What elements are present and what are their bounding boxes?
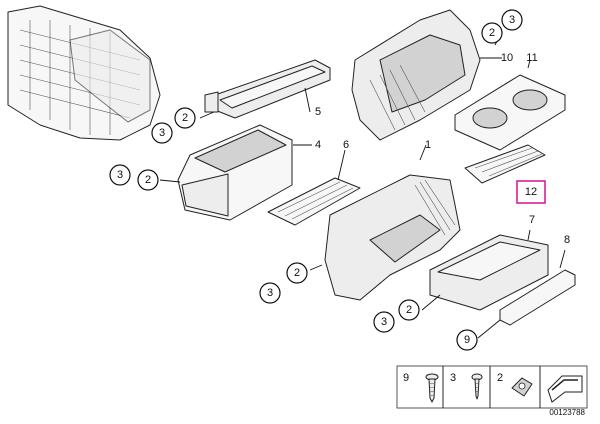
callout-3-top: 3 [501, 9, 523, 31]
screw-3-icon [471, 373, 483, 400]
callout-2-a: 2 [174, 107, 196, 129]
callout-3-a: 3 [151, 122, 173, 144]
svg-text:2: 2 [489, 27, 495, 39]
part-1-rear-console [324, 174, 461, 301]
svg-text:3: 3 [117, 169, 123, 181]
svg-text:3: 3 [509, 14, 515, 26]
part-11-cup-holder [454, 74, 566, 151]
part-5-upper-tray [204, 59, 331, 119]
svg-text:1: 1 [425, 139, 431, 151]
callout-12-highlighted: 12 [516, 180, 546, 204]
console-frame [7, 5, 161, 141]
callout-3-c: 3 [259, 282, 281, 304]
part-12-mat [464, 144, 546, 184]
part-6-mat [267, 177, 361, 226]
svg-text:10: 10 [501, 52, 513, 64]
svg-text:12: 12 [525, 186, 537, 198]
svg-text:5: 5 [315, 106, 321, 118]
svg-text:3: 3 [159, 127, 165, 139]
svg-text:3: 3 [267, 287, 273, 299]
callout-11: 11 [526, 52, 537, 64]
svg-text:2: 2 [145, 174, 151, 186]
svg-text:9: 9 [464, 334, 470, 346]
callout-3-b: 3 [109, 164, 131, 186]
svg-text:8: 8 [564, 234, 570, 246]
svg-text:9: 9 [403, 372, 409, 384]
callout-5: 5 [315, 106, 321, 118]
screw-9-icon [425, 373, 439, 403]
part-4-storage-bin [177, 124, 293, 221]
svg-text:2: 2 [294, 267, 300, 279]
svg-text:3: 3 [450, 372, 456, 384]
svg-text:7: 7 [529, 214, 535, 226]
callout-7: 7 [529, 214, 535, 226]
callout-8: 8 [564, 234, 570, 246]
callout-9: 9 [456, 329, 478, 351]
fastener-legend: 9 3 2 [396, 365, 588, 409]
clip-nut-2-icon [511, 377, 533, 397]
svg-text:2: 2 [497, 372, 503, 384]
callout-2-d: 2 [398, 299, 420, 321]
callout-3-d: 3 [373, 311, 395, 333]
svg-text:2: 2 [182, 112, 188, 124]
svg-text:2: 2 [406, 304, 412, 316]
part-10-upper-housing [351, 9, 481, 141]
callout-6: 6 [343, 139, 349, 151]
diagram-code: 00123788 [549, 408, 585, 417]
callout-10: 10 [501, 52, 513, 64]
callout-4: 4 [315, 139, 321, 151]
callout-2-b: 2 [137, 169, 159, 191]
svg-text:4: 4 [315, 139, 321, 151]
leader-lines [159, 31, 566, 339]
callout-2-c: 2 [286, 262, 308, 284]
view-arrow-icon [547, 375, 583, 403]
svg-text:11: 11 [526, 52, 537, 64]
part-7-lower-tray [429, 234, 549, 311]
callout-1: 1 [425, 139, 431, 151]
svg-text:3: 3 [381, 316, 387, 328]
callout-2-top: 2 [481, 22, 503, 44]
svg-text:6: 6 [343, 139, 349, 151]
